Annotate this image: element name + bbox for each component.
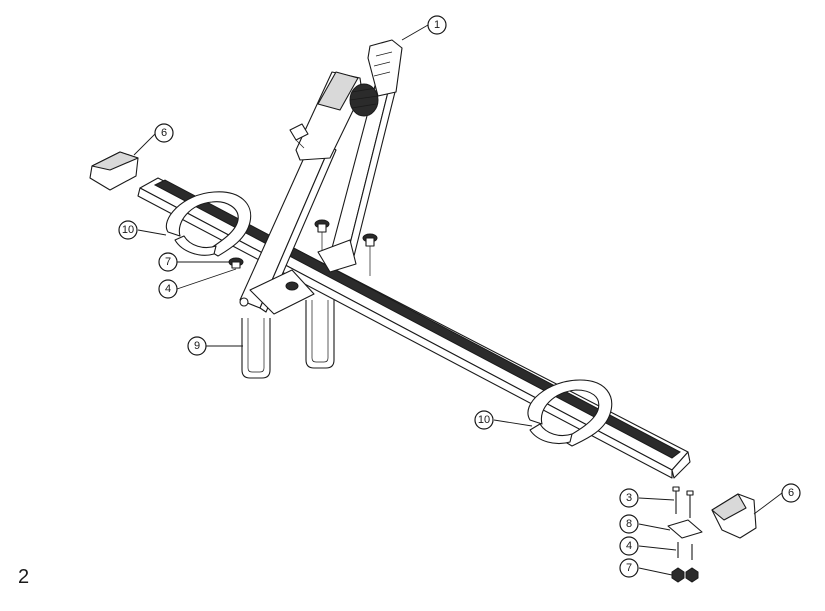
svg-text:1: 1 bbox=[434, 19, 440, 31]
u-bolt-right bbox=[305, 300, 335, 369]
page-number: 2 bbox=[18, 566, 30, 588]
end-cap-left bbox=[89, 151, 139, 191]
callout-6-right: 6 bbox=[781, 483, 801, 503]
bellows-joint bbox=[349, 83, 379, 117]
svg-text:7: 7 bbox=[626, 562, 632, 574]
knob-nut-rail-left bbox=[228, 257, 244, 269]
wheel-strap-right bbox=[527, 379, 613, 447]
callout-6-left: 6 bbox=[154, 123, 174, 143]
leader-lines bbox=[133, 24, 783, 576]
bolt-pair bbox=[672, 486, 694, 518]
svg-text:9: 9 bbox=[194, 340, 200, 352]
callout-7-right: 7 bbox=[619, 558, 639, 578]
knob-nut-rail-top bbox=[314, 219, 330, 250]
svg-text:3: 3 bbox=[626, 492, 632, 504]
svg-text:7: 7 bbox=[165, 256, 171, 268]
wheel-tray-rail bbox=[137, 177, 691, 479]
callout-9: 9 bbox=[187, 336, 207, 356]
callout-7-left: 7 bbox=[158, 252, 178, 272]
knob-nut-bracket bbox=[285, 281, 299, 291]
u-bolt-left bbox=[241, 318, 271, 379]
knob-nut-rail-right bbox=[362, 233, 378, 276]
svg-text:4: 4 bbox=[626, 540, 632, 552]
svg-text:6: 6 bbox=[161, 127, 167, 139]
nut-pair bbox=[671, 567, 699, 583]
washer-pair bbox=[677, 542, 693, 560]
callout-10-right: 10 bbox=[474, 410, 494, 430]
end-cap-right bbox=[711, 493, 757, 539]
base-bracket bbox=[249, 239, 357, 315]
callout-3: 3 bbox=[619, 488, 639, 508]
svg-text:6: 6 bbox=[788, 487, 794, 499]
svg-text:10: 10 bbox=[122, 224, 134, 236]
callout-8: 8 bbox=[619, 514, 639, 534]
callout-1: 1 bbox=[427, 15, 447, 35]
callout-4-right: 4 bbox=[619, 536, 639, 556]
wheel-strap-left bbox=[165, 191, 252, 257]
clamp-arm-rear bbox=[331, 39, 403, 257]
clamp-plate bbox=[667, 519, 703, 539]
svg-text:8: 8 bbox=[626, 518, 632, 530]
callout-4-left: 4 bbox=[158, 279, 178, 299]
svg-text:10: 10 bbox=[478, 414, 490, 426]
clamp-arm-front bbox=[239, 71, 363, 313]
svg-text:4: 4 bbox=[165, 283, 171, 295]
callout-10-left: 10 bbox=[118, 220, 138, 240]
arm-knob bbox=[289, 123, 309, 149]
